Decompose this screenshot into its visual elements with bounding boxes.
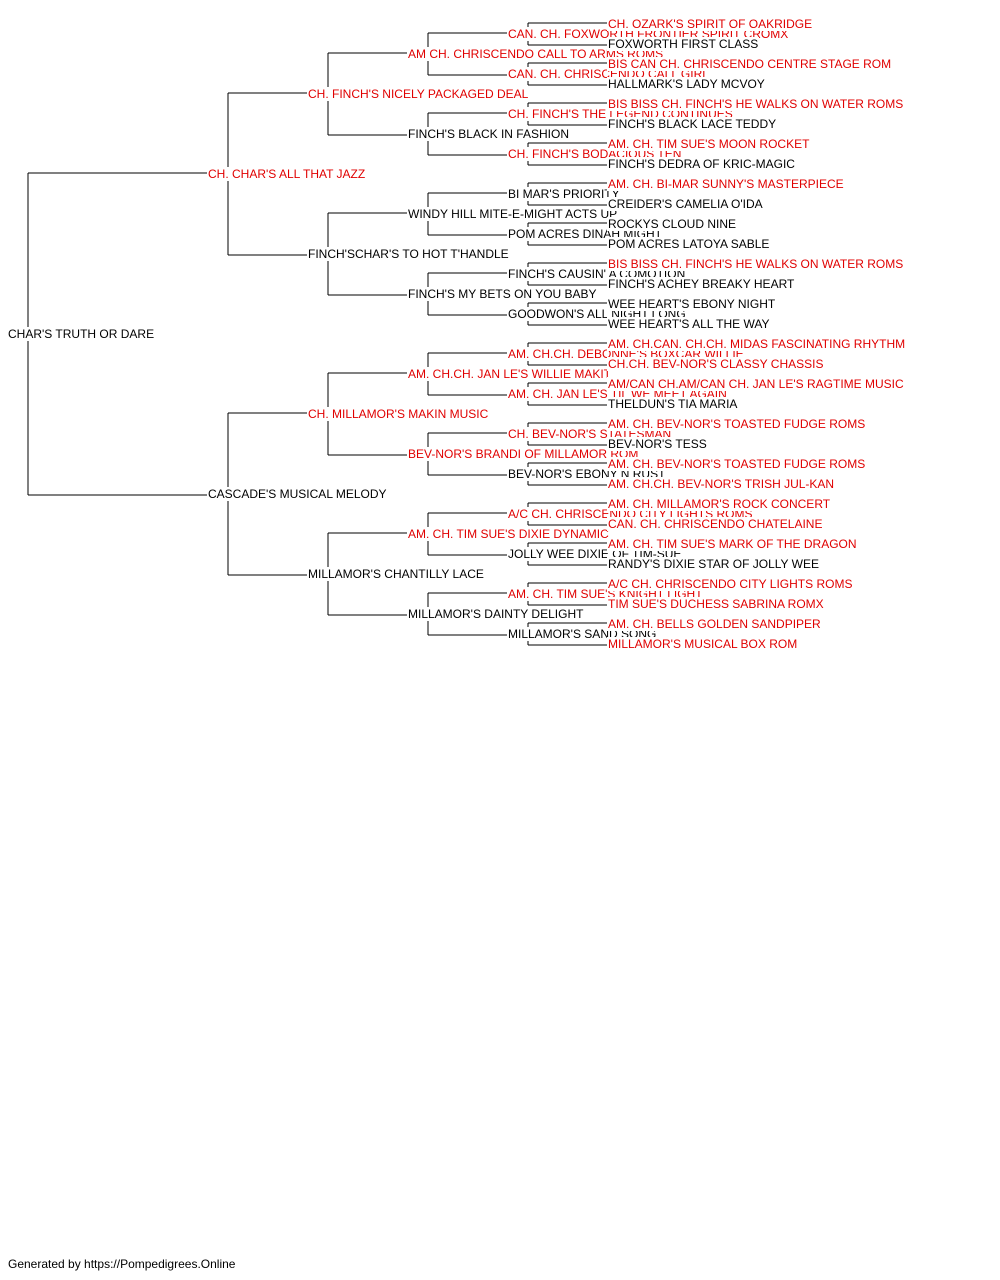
dog-name-gen5: FINCH'S ACHEY BREAKY HEART xyxy=(607,277,796,291)
dog-name-gen5: WEE HEART'S EBONY NIGHT xyxy=(607,297,777,311)
dog-name-gen5: THELDUN'S TIA MARIA xyxy=(607,397,739,411)
dog-name-gen2: FINCH'SCHAR'S TO HOT T'HANDLE xyxy=(307,247,510,261)
dog-name-gen0: CHAR'S TRUTH OR DARE xyxy=(7,327,156,341)
dog-name-gen5: AM. CH. TIM SUE'S MOON ROCKET xyxy=(607,137,811,151)
dog-name-gen5: BIS BISS CH. FINCH'S HE WALKS ON WATER R… xyxy=(607,257,905,271)
dog-name-gen5: A/C CH. CHRISCENDO CITY LIGHTS ROMS xyxy=(607,577,854,591)
dog-name-gen5: BIS BISS CH. FINCH'S HE WALKS ON WATER R… xyxy=(607,97,905,111)
dog-name-gen5: FOXWORTH FIRST CLASS xyxy=(607,37,760,51)
dog-name-gen3: AM. CH. TIM SUE'S DIXIE DYNAMIC xyxy=(407,527,610,541)
dog-name-gen3: WINDY HILL MITE-E-MIGHT ACTS UP xyxy=(407,207,619,221)
dog-name-gen5: FINCH'S BLACK LACE TEDDY xyxy=(607,117,778,131)
dog-name-gen5: AM. CH. BEV-NOR'S TOASTED FUDGE ROMS xyxy=(607,457,867,471)
dog-name-gen5: AM. CH. TIM SUE'S MARK OF THE DRAGON xyxy=(607,537,858,551)
dog-name-gen1: CASCADE'S MUSICAL MELODY xyxy=(207,487,388,501)
dog-name-gen5: CREIDER'S CAMELIA O'IDA xyxy=(607,197,764,211)
dog-name-gen5: HALLMARK'S LADY MCVOY xyxy=(607,77,766,91)
dog-name-gen3: FINCH'S MY BETS ON YOU BABY xyxy=(407,287,598,301)
dog-name-gen5: WEE HEART'S ALL THE WAY xyxy=(607,317,771,331)
dog-name-gen3: AM. CH.CH. JAN LE'S WILLIE MAKIT xyxy=(407,367,612,381)
dog-name-gen1: CH. CHAR'S ALL THAT JAZZ xyxy=(207,167,367,181)
dog-name-gen5: AM. CH. BELLS GOLDEN SANDPIPER xyxy=(607,617,822,631)
dog-name-gen5: BIS CAN CH. CHRISCENDO CENTRE STAGE ROM xyxy=(607,57,893,71)
dog-name-gen5: POM ACRES LATOYA SABLE xyxy=(607,237,771,251)
dog-name-gen5: CH.CH. BEV-NOR'S CLASSY CHASSIS xyxy=(607,357,825,371)
dog-name-gen5: TIM SUE'S DUCHESS SABRINA ROMX xyxy=(607,597,825,611)
dog-name-gen3: MILLAMOR'S DAINTY DELIGHT xyxy=(407,607,585,621)
footer-credit: Generated by https://Pompedigrees.Online xyxy=(8,1257,236,1271)
dog-name-gen2: MILLAMOR'S CHANTILLY LACE xyxy=(307,567,485,581)
dog-name-gen2: CH. MILLAMOR'S MAKIN MUSIC xyxy=(307,407,490,421)
dog-name-gen5: CH. OZARK'S SPIRIT OF OAKRIDGE xyxy=(607,17,814,31)
dog-name-gen5: AM. CH. BEV-NOR'S TOASTED FUDGE ROMS xyxy=(607,417,867,431)
dog-name-gen5: AM. CH.CAN. CH.CH. MIDAS FASCINATING RHY… xyxy=(607,337,907,351)
dog-name-gen3: BEV-NOR'S BRANDI OF MILLAMOR ROM xyxy=(407,447,640,461)
dog-name-gen5: RANDY'S DIXIE STAR OF JOLLY WEE xyxy=(607,557,821,571)
dog-name-gen5: AM. CH.CH. BEV-NOR'S TRISH JUL-KAN xyxy=(607,477,836,491)
dog-name-gen4: BI MAR'S PRIORITY xyxy=(507,187,621,201)
dog-name-gen3: AM CH. CHRISCENDO CALL TO ARMS ROMS xyxy=(407,47,665,61)
dog-name-gen5: MILLAMOR'S MUSICAL BOX ROM xyxy=(607,637,799,651)
dog-name-gen3: FINCH'S BLACK IN FASHION xyxy=(407,127,570,141)
dog-name-gen5: AM. CH. BI-MAR SUNNY'S MASTERPIECE xyxy=(607,177,845,191)
dog-name-gen5: BEV-NOR'S TESS xyxy=(607,437,708,451)
dog-name-gen2: CH. FINCH'S NICELY PACKAGED DEAL xyxy=(307,87,530,101)
dog-name-gen5: AM/CAN CH.AM/CAN CH. JAN LE'S RAGTIME MU… xyxy=(607,377,905,391)
dog-name-gen5: AM. CH. MILLAMOR'S ROCK CONCERT xyxy=(607,497,832,511)
dog-name-gen5: ROCKYS CLOUD NINE xyxy=(607,217,738,231)
dog-name-gen5: CAN. CH. CHRISCENDO CHATELAINE xyxy=(607,517,824,531)
dog-name-gen5: FINCH'S DEDRA OF KRIC-MAGIC xyxy=(607,157,796,171)
